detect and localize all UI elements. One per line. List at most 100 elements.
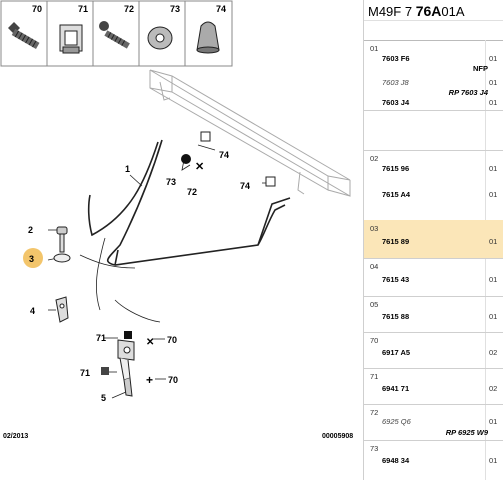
diagram-canvas: 70 71 72 73 74: [0, 0, 353, 440]
callout-4[interactable]: 4: [30, 306, 35, 316]
part-group-01[interactable]: 01 7603 F6 01 NFP 7603 J8 01 RP 7603 J4 …: [364, 40, 503, 111]
part-note-line: RP 7603 J4: [364, 86, 503, 100]
part-note-line: NFP: [364, 62, 503, 76]
thumb-label-73: 73: [170, 4, 180, 14]
part-line[interactable]: 7615 96 01: [364, 162, 503, 176]
part-code: 6948 34: [382, 456, 410, 465]
part-group-03-selected[interactable]: 03 7615 89 01: [364, 220, 503, 259]
sequence-number: 7: [404, 4, 413, 19]
footer-date: 02/2013: [3, 433, 28, 440]
qty-column-divider: [485, 40, 486, 480]
part-qty: 01: [489, 164, 498, 173]
svg-text:+: +: [146, 373, 153, 387]
part-line[interactable]: 6917 A5 02: [364, 346, 503, 360]
part-qty: 01: [489, 98, 498, 107]
part-note: RP 7603 J4: [448, 88, 488, 97]
thumb-label-74: 74: [216, 4, 226, 14]
part-code: 7615 96: [382, 164, 410, 173]
group-number: 71: [370, 372, 379, 381]
part-group-71[interactable]: 71 6941 71 02: [364, 368, 503, 405]
part-line[interactable]: 6925 Q6 01: [364, 415, 503, 429]
callout-74-top[interactable]: 74: [219, 150, 229, 160]
page-reference: M49F 7 76A01A: [368, 3, 465, 19]
panel-header: M49F 7 76A01A: [364, 0, 503, 41]
callout-1[interactable]: 1: [125, 164, 130, 174]
part-qty: 02: [489, 384, 498, 393]
bolt-icon[interactable]: [8, 22, 40, 49]
group-number: 05: [370, 300, 379, 309]
part-code: 7615 89: [382, 237, 410, 246]
callout-3[interactable]: 3: [29, 254, 34, 264]
clip-nut-icon[interactable]: [59, 24, 83, 54]
part-line[interactable]: 7603 J8 01: [364, 76, 503, 90]
thumb-label-70: 70: [32, 4, 42, 14]
page-code: 76A: [415, 3, 442, 19]
screw-icon[interactable]: [99, 21, 130, 49]
callout-71-top[interactable]: 71: [96, 333, 106, 343]
part-code: 6917 A5: [382, 348, 411, 357]
exploded-diagram: 70 71 72 73 74: [0, 0, 353, 440]
part-line[interactable]: 7615 A4 01: [364, 188, 503, 202]
part-note: RP 6925 W9: [445, 428, 488, 437]
thumbnail-strip: [0, 0, 233, 67]
bonnet-stay-rod[interactable]: [87, 139, 291, 266]
group-number: 04: [370, 262, 379, 271]
part-line[interactable]: 6948 34 01: [364, 454, 503, 468]
thumb-label-71: 71: [78, 4, 88, 14]
part-code: 7603 J4: [382, 98, 410, 107]
callout-2[interactable]: 2: [28, 225, 33, 235]
part-line[interactable]: 7603 F6 01: [364, 52, 503, 66]
clamp-part-5[interactable]: [117, 339, 135, 397]
part-line[interactable]: 7615 89 01: [364, 235, 503, 249]
group-number: 02: [370, 154, 379, 163]
bump-stop-icon[interactable]: [196, 21, 220, 54]
callout-71-bottom[interactable]: 71: [80, 368, 90, 378]
part-line[interactable]: 7615 88 01: [364, 310, 503, 324]
leader-lines: [47, 144, 273, 399]
footer-id: 00005908: [322, 433, 353, 440]
part-line[interactable]: 7603 J4 01: [364, 96, 503, 110]
part-code: 7603 F6: [382, 54, 410, 63]
part-qty: 01: [489, 190, 498, 199]
part-group-04[interactable]: 04 7615 43 01: [364, 258, 503, 297]
callout-70-top[interactable]: 70: [167, 335, 177, 345]
part-group-70[interactable]: 70 6917 A5 02: [364, 332, 503, 369]
part-group-73[interactable]: 73 6948 34 01: [364, 440, 503, 480]
parts-list-panel: M49F 7 76A01A 01 7603 F6 01 NFP 7603 J8 …: [363, 0, 503, 480]
part-group-72[interactable]: 72 6925 Q6 01 RP 6925 W9: [364, 404, 503, 441]
svg-text:✕: ✕: [146, 337, 154, 348]
part-qty: 01: [489, 54, 498, 63]
part-code: 7615 88: [382, 312, 410, 321]
callout-70-bottom[interactable]: 70: [168, 375, 178, 385]
callout-72[interactable]: 72: [187, 187, 197, 197]
part-qty: 01: [489, 312, 498, 321]
part-qty: 01: [489, 456, 498, 465]
part-code: 6941 71: [382, 384, 410, 393]
bolt-part-2[interactable]: [56, 226, 68, 253]
callout-73[interactable]: 73: [166, 177, 176, 187]
group-number: 01: [370, 44, 379, 53]
part-code: 6925 Q6: [382, 417, 411, 426]
group-number: 73: [370, 444, 379, 453]
part-note: NFP: [473, 64, 488, 73]
part-group-05[interactable]: 05 7615 88 01: [364, 296, 503, 333]
part-line[interactable]: 7615 43 01: [364, 273, 503, 287]
group-number: 70: [370, 336, 379, 345]
bracket-part-4[interactable]: [55, 296, 69, 323]
part-group-02[interactable]: 02 7615 96 01 7615 A4 01: [364, 150, 503, 221]
part-line[interactable]: 6941 71 02: [364, 382, 503, 396]
part-qty: 01: [489, 237, 498, 246]
group-number: 72: [370, 408, 379, 417]
washer-part-3[interactable]: [53, 253, 71, 263]
header-blank-row: [364, 20, 503, 41]
page-suffix: 01A: [441, 4, 465, 19]
part-qty: 02: [489, 348, 498, 357]
callout-74-right[interactable]: 74: [240, 181, 250, 191]
selected-item-highlight: [23, 248, 43, 268]
part-qty: 01: [489, 78, 498, 87]
part-qty: 01: [489, 417, 498, 426]
washer-icon[interactable]: [147, 26, 173, 50]
group-number: 03: [370, 224, 379, 233]
callout-5[interactable]: 5: [101, 393, 106, 403]
